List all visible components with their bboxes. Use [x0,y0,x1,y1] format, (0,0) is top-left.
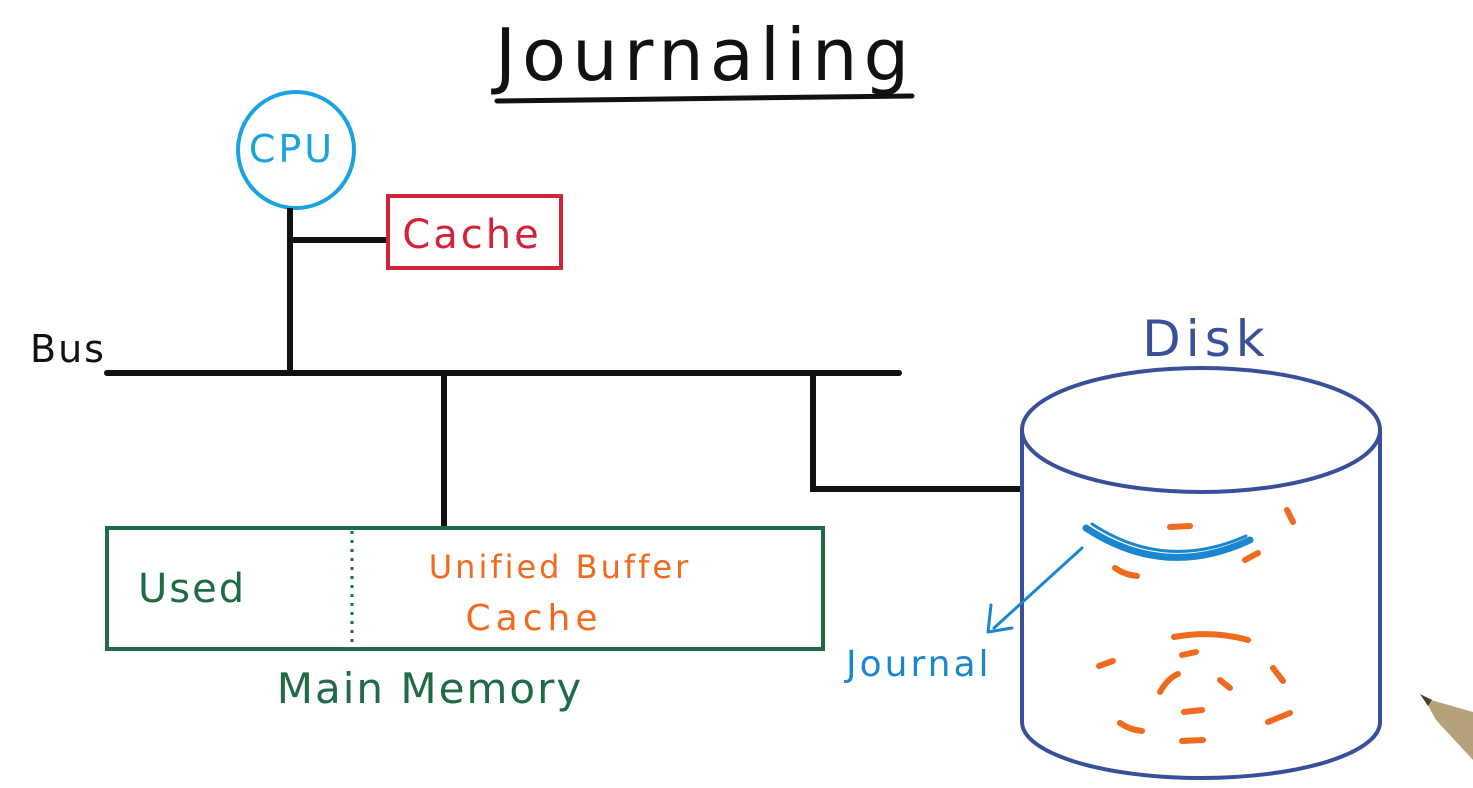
disk-block-10 [1270,665,1286,684]
disk-block-11 [1181,707,1205,715]
journal-arrowhead [986,603,1014,634]
cache-label: Cache [402,212,541,258]
disk-block-6 [1096,658,1116,669]
journal-region [1082,524,1254,561]
disk-bottom [1020,721,1382,780]
main-memory-box [105,526,825,651]
journal-arrow [992,546,1084,630]
main-memory-label: Main Memory [277,664,583,713]
disk-block-1 [1167,523,1193,530]
title-underline [494,93,915,104]
disk-block-8 [1157,671,1181,695]
disk-block-13 [1265,710,1293,725]
buffer-label-line2: Cache [466,598,603,639]
used-label: Used [138,566,246,612]
bus-disk-link [810,373,1022,492]
cpu-label: CPU [249,127,335,171]
cache-box [386,194,563,270]
disk-top [1020,366,1382,494]
disk-block-4 [1242,550,1261,563]
disk-block-2 [1284,507,1296,525]
disk-block-12 [1117,720,1145,734]
bus-label: Bus [30,327,106,371]
cpu-node [236,90,356,210]
disk-block-14 [1179,737,1206,744]
disk-label: Disk [1142,310,1269,368]
disk-cylinder [1020,366,1382,780]
pen-tip-icon [1420,694,1473,760]
disk-data-blocks [1096,507,1296,744]
disk-block-9 [1217,677,1233,691]
journal-region-stroke2 [1090,522,1248,553]
buffer-label-line1: Unified Buffer [429,548,692,586]
disk-block-5 [1171,631,1251,643]
diagram-title: Journaling [491,13,915,97]
journal-label: Journal [844,644,992,685]
disk-block-3 [1112,565,1140,579]
disk-block-7 [1179,649,1199,658]
